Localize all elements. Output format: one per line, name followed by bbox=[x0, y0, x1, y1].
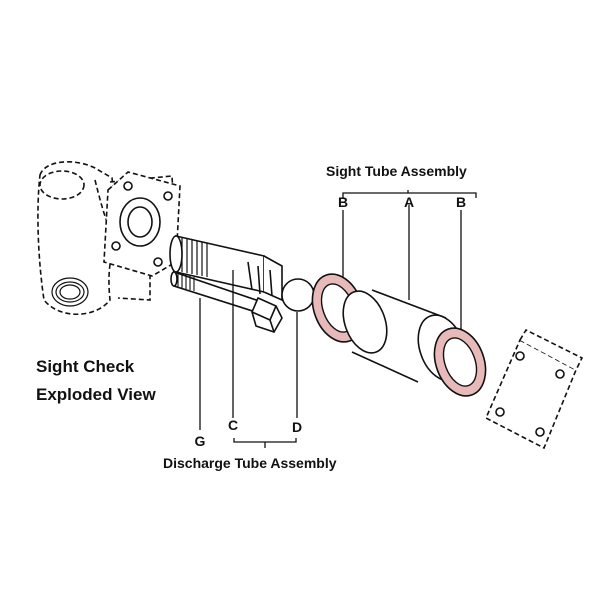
discharge-tube-threads bbox=[181, 238, 208, 277]
callout-d: D bbox=[292, 419, 302, 435]
bolt-threads bbox=[177, 273, 195, 291]
gasket-right bbox=[433, 327, 487, 397]
callout-c: C bbox=[228, 417, 238, 433]
leader-lines bbox=[199, 190, 477, 448]
sight-tube-assembly-label: Sight Tube Assembly bbox=[326, 163, 467, 179]
title-line-1: Sight Check bbox=[36, 357, 135, 376]
discharge-tube-assembly-label: Discharge Tube Assembly bbox=[163, 455, 337, 471]
callout-a: A bbox=[404, 194, 414, 210]
title-line-2: Exploded View bbox=[36, 385, 156, 404]
check-ball bbox=[281, 278, 315, 312]
callout-b-left: B bbox=[338, 194, 348, 210]
body-flange bbox=[103, 171, 181, 277]
cover-plate bbox=[484, 328, 584, 450]
bolt bbox=[170, 270, 283, 333]
valve-body-threads bbox=[51, 277, 89, 307]
callout-b-right: B bbox=[456, 194, 466, 210]
callout-g: G bbox=[195, 433, 206, 449]
